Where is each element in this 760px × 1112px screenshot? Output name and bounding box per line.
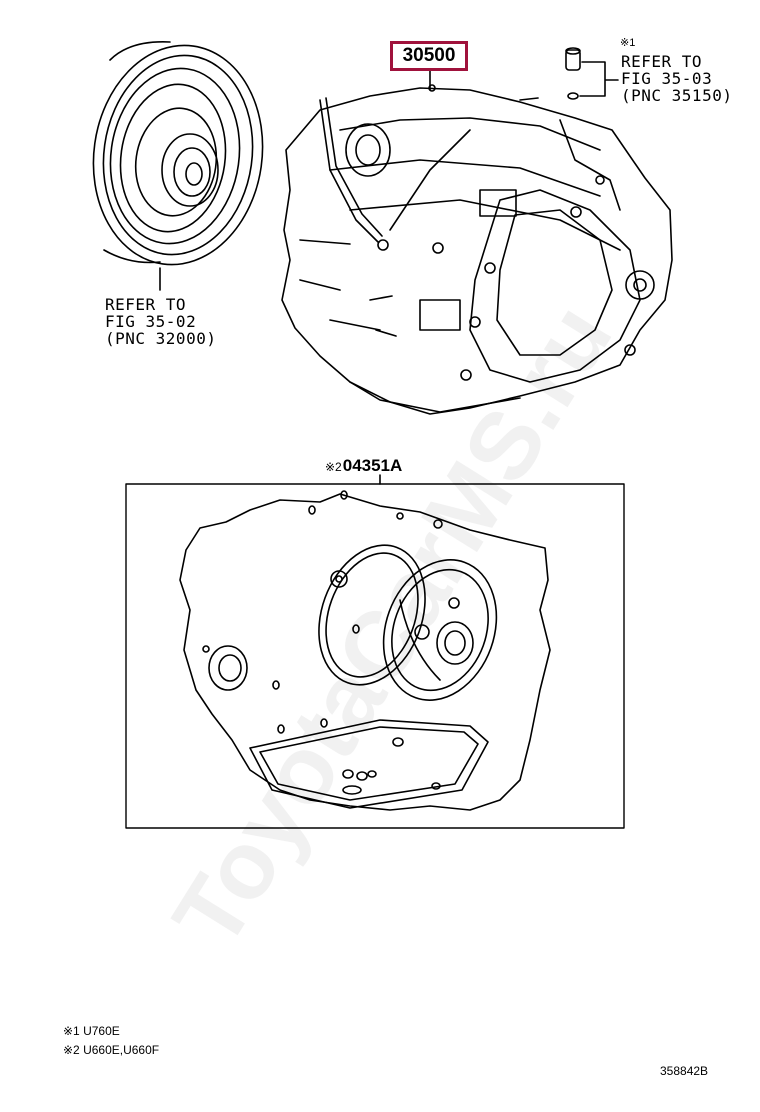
plug-ref-line-2: FIG 35-03 [621, 69, 713, 88]
gasket-kit-part-number[interactable]: ※204351A [325, 456, 402, 476]
drain-plug-drawing[interactable] [565, 47, 581, 100]
converter-ref-line-2: FIG 35-02 [105, 312, 197, 331]
plug-ref-line-3: (PNC 35150) [621, 86, 733, 105]
part-number-30500[interactable]: 30500 [390, 41, 468, 71]
kit-pnc: 04351A [342, 456, 403, 475]
plug-ref-line-1: REFER TO [621, 52, 703, 71]
gasket-kit-parts-drawing[interactable] [179, 490, 551, 811]
plug-note-mark: ※1 [620, 37, 636, 49]
converter-ref-line-1: REFER TO [105, 295, 187, 314]
torque-converter-drawing[interactable] [80, 34, 277, 275]
gasket-kit-box [125, 483, 625, 829]
illustration-number: 358842B [660, 1064, 709, 1078]
footnote-1: ※1 U760E [63, 1024, 120, 1038]
converter-ref-line-3: (PNC 32000) [105, 329, 217, 348]
plug-bracket-line [579, 61, 619, 97]
footnote-2: ※2 U660E,U660F [63, 1043, 160, 1057]
transmission-assembly-drawing[interactable] [281, 84, 673, 415]
kit-note-mark: ※2 [325, 460, 342, 474]
